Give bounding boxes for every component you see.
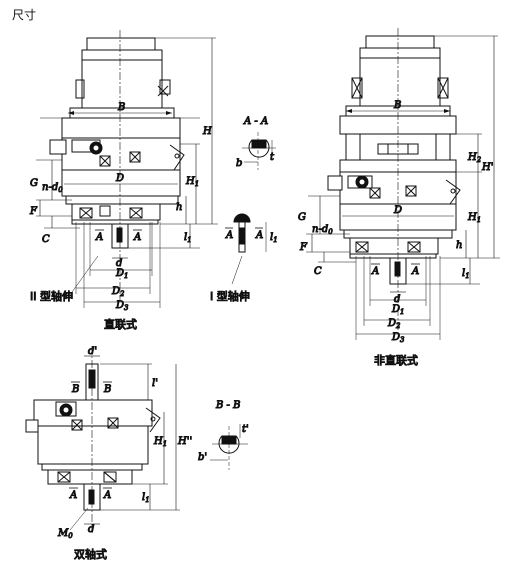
view-direct: B D H H1 h l1 G n-d0 F C d D1 D2 D3 A A … bbox=[29, 30, 218, 332]
section-bb-title: B - B bbox=[215, 400, 240, 411]
label-shaft-type-2: II 型轴伸 bbox=[30, 289, 73, 303]
caption-direct: 直联式 bbox=[104, 317, 137, 331]
label-a-left: A bbox=[95, 232, 103, 243]
label-d1-2: D1 bbox=[391, 304, 405, 316]
label-g-2: G bbox=[298, 212, 306, 223]
section-aa-title: A - A bbox=[243, 116, 268, 127]
caption-double: 双轴式 bbox=[74, 547, 107, 561]
label-nd0: n-d0 bbox=[42, 182, 63, 194]
caption-indirect: 非直联式 bbox=[374, 353, 418, 367]
page-title: 尺寸 bbox=[12, 8, 37, 22]
label-a-right: A bbox=[133, 232, 141, 243]
label-d2-2: D2 bbox=[387, 318, 401, 330]
label-d-shaft: d bbox=[116, 258, 122, 269]
label-b-prime: b' bbox=[198, 452, 207, 463]
label-d-prime: d' bbox=[88, 346, 97, 357]
motor-fan-cover bbox=[159, 79, 171, 95]
view-double: d' B B l' H1 H'' l1 A A M0 d 双轴式 bbox=[25, 346, 193, 562]
reducer-housing bbox=[61, 137, 181, 197]
label-b: B bbox=[117, 102, 125, 113]
label-a-aa-right: A bbox=[255, 230, 263, 241]
label-d-3: d bbox=[88, 524, 94, 535]
label-d-shaft-2: d bbox=[394, 294, 400, 305]
view-indirect: B D H2 H' H1 h l1 G n-d0 F C d D1 D2 D3 … bbox=[298, 28, 500, 368]
label-b-key: b bbox=[236, 158, 242, 169]
label-d2: D2 bbox=[111, 286, 125, 298]
view-section-bb: B - B b' t' bbox=[198, 400, 249, 470]
label-l1-2: l1 bbox=[462, 268, 470, 280]
label-d3-2: D3 bbox=[391, 332, 405, 344]
label-a-2-left: A bbox=[371, 266, 379, 277]
label-d-2: D bbox=[393, 205, 402, 216]
label-h-prime: H' bbox=[481, 162, 493, 173]
label-a-3-left: A bbox=[69, 490, 77, 501]
label-t-prime: t' bbox=[242, 424, 249, 435]
view-section-aa: A - A b t A A l1 I 型轴伸 bbox=[210, 116, 279, 304]
label-h-double-prime: H'' bbox=[177, 436, 192, 447]
label-t: t bbox=[270, 152, 275, 163]
label-a-aa-left: A bbox=[225, 230, 233, 241]
label-l-prime: l' bbox=[152, 378, 158, 389]
label-c: C bbox=[42, 234, 50, 245]
label-l1: l1 bbox=[184, 232, 192, 244]
label-g: G bbox=[30, 178, 38, 189]
label-h-small: h bbox=[176, 202, 182, 213]
label-shaft-type-1: I 型轴伸 bbox=[210, 289, 250, 303]
motor-cap bbox=[86, 37, 156, 51]
label-d: D bbox=[115, 173, 124, 184]
lower-shaft bbox=[83, 483, 101, 511]
motor-cap-2 bbox=[365, 35, 435, 49]
motor-body bbox=[81, 49, 163, 109]
inspection-port-icon bbox=[99, 155, 111, 167]
label-l1-3: l1 bbox=[142, 492, 150, 504]
label-b-bar-left: B bbox=[71, 384, 79, 395]
label-b-bar-right: B bbox=[103, 384, 111, 395]
reducer-top-2 bbox=[33, 399, 153, 427]
label-h2: H2 bbox=[467, 152, 482, 164]
label-h: H bbox=[202, 126, 212, 137]
label-m0: M0 bbox=[57, 528, 73, 540]
label-nd0-2: n-d0 bbox=[312, 224, 333, 236]
motor-flange bbox=[61, 117, 181, 139]
label-d3: D3 bbox=[115, 300, 129, 312]
label-f: F bbox=[29, 206, 38, 217]
motor-body-2 bbox=[359, 47, 441, 107]
label-h1: H1 bbox=[185, 176, 199, 188]
reducer-housing-3 bbox=[37, 425, 149, 465]
label-h1-3: H1 bbox=[153, 436, 167, 448]
label-a-3-right: A bbox=[103, 490, 111, 501]
label-h1-2: H1 bbox=[467, 212, 481, 224]
label-l1-aa: l1 bbox=[270, 232, 278, 244]
label-c-2: C bbox=[314, 266, 322, 277]
motor-terminal-box bbox=[75, 79, 85, 99]
label-a-2-right: A bbox=[411, 266, 419, 277]
label-h-small-2: h bbox=[456, 240, 462, 251]
label-d1: D1 bbox=[115, 268, 129, 280]
label-f-2: F bbox=[299, 242, 308, 253]
label-b-2: B bbox=[393, 100, 401, 111]
